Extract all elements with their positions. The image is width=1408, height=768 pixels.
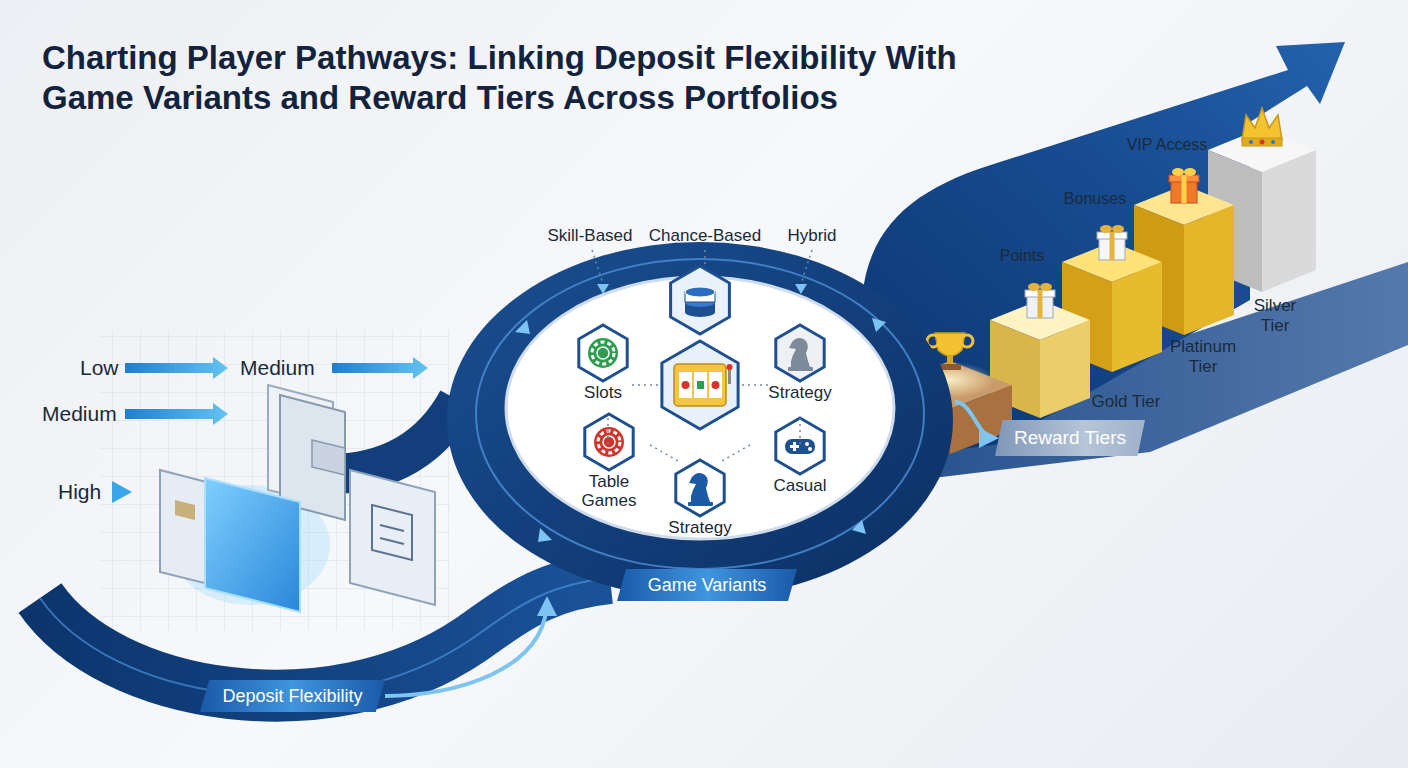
flow-connector — [385, 600, 547, 696]
reward-icons — [947, 356, 953, 365]
level-arrows — [125, 403, 228, 425]
hexagon-outline — [750, 416, 850, 476]
category-label: Skill-Based — [530, 226, 650, 246]
ring-outline — [476, 259, 924, 569]
flow-band — [40, 578, 610, 696]
game-label: Slots — [553, 384, 653, 403]
hexagon-outline — [594, 427, 624, 457]
flow-band — [40, 578, 610, 696]
reward-pedestals — [888, 128, 1316, 454]
reward-icons — [1260, 140, 1265, 145]
hexagon-outline — [808, 447, 812, 451]
flow-connector — [955, 402, 995, 438]
reward-icons — [1112, 225, 1124, 233]
hexagon-outline — [785, 439, 815, 454]
reward-icons — [1038, 290, 1043, 318]
hexagon-outline — [750, 323, 850, 383]
stage-banner: Deposit Flexibility — [200, 680, 385, 712]
hexagon-outline — [598, 431, 620, 453]
game-label: Casual — [750, 477, 850, 496]
hexagon-outline — [559, 412, 659, 472]
game-label: Strategy — [650, 519, 750, 538]
banner-label: Deposit Flexibility — [222, 686, 362, 707]
hexagon-outline — [588, 338, 618, 368]
ring-outline — [445, 240, 955, 600]
reward-pedestals — [1112, 262, 1162, 372]
payment-cards — [160, 385, 435, 612]
game-label: Strategy — [750, 384, 850, 403]
banner-label: Game Variants — [617, 569, 797, 601]
reward-icons — [1100, 225, 1112, 233]
reward-label: Bonuses — [1045, 190, 1145, 208]
deposit-level: High — [58, 480, 101, 504]
payment-cards — [205, 478, 300, 612]
level-arrows — [125, 357, 228, 379]
variant-ring: Game VariantsSlotsStrategyTable GamesCas… — [445, 240, 955, 600]
reward-icons — [1184, 168, 1196, 176]
hexagon-outline — [793, 442, 796, 451]
hexagon-outline — [603, 436, 615, 448]
reward-icons — [1242, 138, 1282, 146]
category-label: Hybrid — [772, 226, 852, 246]
hexagon-outline — [585, 414, 633, 470]
game-hexagon: Table Games — [559, 412, 659, 510]
hexagon-outline — [592, 342, 614, 364]
deposit-level: Medium — [240, 356, 315, 380]
reward-icons — [1172, 168, 1184, 176]
reward-icons — [961, 335, 973, 347]
hexagon-outline — [689, 473, 710, 502]
reward-icons — [1249, 140, 1253, 144]
category-label: Chance-Based — [640, 226, 770, 246]
hexagon-outline — [579, 325, 627, 381]
hexagon-outline — [776, 418, 824, 474]
deposit-level: Medium — [42, 402, 117, 426]
game-hexagon: Strategy — [650, 458, 750, 538]
payment-cards — [175, 500, 195, 520]
game-hexagon: Casual — [750, 416, 850, 496]
reward-icons — [905, 108, 1282, 398]
diagram-title: Charting Player Pathways: Linking Deposi… — [42, 38, 1002, 117]
reward-icons — [1182, 175, 1187, 203]
flow-band — [40, 42, 1408, 696]
reward-label: Platinum Tier — [1158, 337, 1248, 376]
reward-pedestals — [1262, 150, 1316, 292]
deposit-level: Low — [80, 356, 119, 380]
hexagon-outline — [688, 502, 713, 506]
stage-banner: Reward Tiers — [995, 420, 1145, 456]
hexagon-outline — [650, 458, 750, 518]
reward-label: Points — [972, 247, 1072, 265]
game-hexagon: Slots — [553, 323, 653, 403]
hexagon-outline — [776, 325, 824, 381]
reward-icons — [1110, 232, 1115, 260]
level-arrows — [332, 357, 428, 379]
hexagon-outline — [597, 347, 609, 359]
level-arrows — [112, 481, 132, 503]
hexagon-outline — [788, 367, 813, 371]
reward-label: Silver Tier — [1245, 296, 1305, 335]
reward-icons — [1040, 283, 1052, 291]
game-hexagon: Strategy — [750, 323, 850, 403]
reward-icons — [1242, 108, 1282, 140]
reward-pedestals — [1184, 205, 1234, 335]
game-label: Table Games — [574, 473, 644, 510]
hexagon-outline — [805, 442, 809, 446]
ring-outline — [506, 277, 894, 539]
reward-label: Gold Tier — [1076, 392, 1176, 412]
reward-icons — [1271, 140, 1275, 144]
payment-cards — [312, 440, 345, 475]
payment-cards — [372, 505, 412, 560]
hexagon-outline — [676, 460, 724, 516]
payment-cards — [350, 470, 435, 605]
reward-pedestals — [1040, 320, 1090, 418]
banner-label: Reward Tiers — [1014, 427, 1126, 449]
reward-icons — [1028, 283, 1040, 291]
ring-outline — [447, 242, 953, 598]
hexagon-outline — [553, 323, 653, 383]
hexagon-outline — [789, 338, 810, 367]
reward-label: VIP Access — [1117, 136, 1217, 154]
payment-cards — [380, 525, 404, 544]
